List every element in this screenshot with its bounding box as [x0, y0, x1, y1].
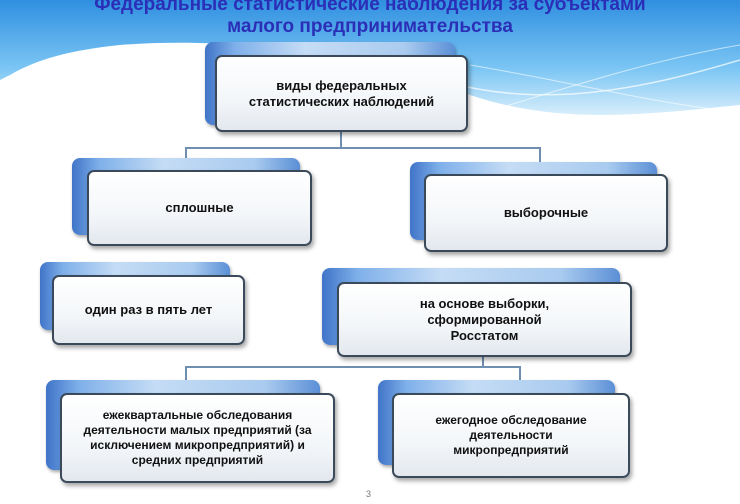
connector: [482, 357, 484, 368]
connector: [185, 366, 521, 368]
node-rosstat-sample: на основе выборки, сформированной Росста…: [337, 282, 632, 357]
connector: [519, 366, 521, 380]
node-annual: ежегодное обследование деятельности микр…: [392, 393, 630, 478]
slide-title-line2: малого предпринимательства: [227, 16, 513, 37]
node-sample: выборочные: [424, 174, 668, 252]
connector: [185, 147, 187, 159]
connector: [340, 132, 342, 148]
node-continuous: сплошные: [87, 170, 312, 246]
connector: [185, 147, 541, 149]
node-root: виды федеральных статистических наблюден…: [215, 55, 468, 132]
connector: [185, 366, 187, 380]
connector: [539, 147, 541, 163]
page-number: 3: [366, 489, 372, 499]
node-once-five-years: один раз в пять лет: [52, 275, 245, 345]
node-quarterly: ежеквартальные обследования деятельности…: [60, 393, 335, 483]
slide-title-line1: Федеральные статистические наблюдения за…: [94, 0, 646, 15]
